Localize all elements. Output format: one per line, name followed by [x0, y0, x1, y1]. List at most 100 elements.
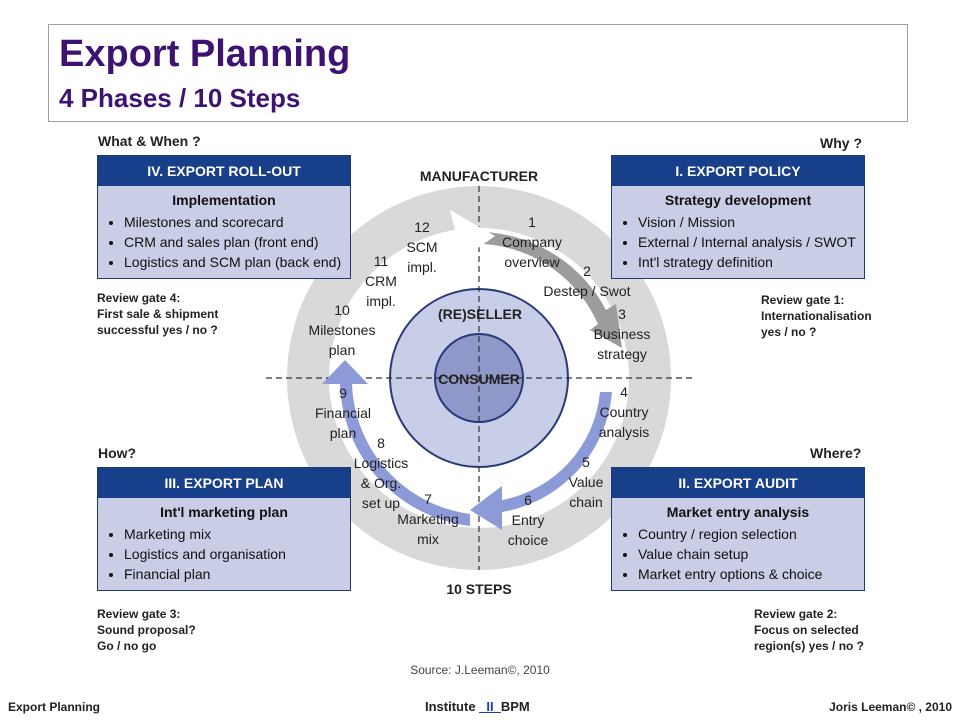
list-item: Milestones and scorecard [124, 212, 350, 232]
source-credit: Source: J.Leeman©, 2010 [410, 663, 550, 677]
panel-list: Vision / Mission External / Internal ana… [612, 212, 864, 278]
list-item: Int'l strategy definition [638, 252, 864, 272]
gate-line: Review gate 3: [97, 607, 181, 621]
label-what-when: What & When ? [98, 133, 201, 149]
step-line: Value [569, 474, 604, 490]
page-subtitle: 4 Phases / 10 Steps [59, 83, 301, 113]
step-line: Logistics [354, 455, 408, 471]
gate-line: Review gate 4: [97, 291, 181, 305]
consumer-label: CONSUMER [438, 371, 520, 387]
step-line: analysis [599, 424, 650, 440]
step-line: SCM [406, 239, 437, 255]
gate-line: Go / no go [97, 639, 157, 653]
step-line: chain [569, 494, 602, 510]
footer-left: Export Planning [8, 700, 101, 714]
list-item: External / Internal analysis / SWOT [638, 232, 864, 252]
step-line: plan [329, 342, 355, 358]
review-gate-2: Review gate 2: Focus on selected region(… [754, 606, 864, 654]
step-line: 11 [374, 253, 389, 269]
gate-line: Review gate 2: [754, 607, 838, 621]
panel-header: III. EXPORT PLAN [98, 468, 350, 498]
panel-subtitle: Implementation [172, 192, 276, 208]
gate-line: region(s) yes / no ? [754, 639, 865, 653]
panel-header: I. EXPORT POLICY [612, 156, 864, 186]
label-how: How? [98, 445, 137, 461]
step-line: 12 [414, 219, 430, 235]
footer-center: Institute _II_BPM [425, 699, 530, 714]
list-item: Marketing mix [124, 524, 350, 544]
step-line: overview [504, 254, 560, 270]
step-line: Country [599, 404, 648, 420]
blue-arrow-left [322, 360, 470, 526]
panel-header: IV. EXPORT ROLL-OUT [98, 156, 350, 186]
step-line: impl. [407, 259, 437, 275]
step-line: Marketing [397, 511, 458, 527]
step-line: choice [508, 532, 549, 548]
gate-line: Internationalisation [761, 309, 872, 323]
manufacturer-label: MANUFACTURER [420, 168, 538, 184]
reseller-label: (RE)SELLER [438, 306, 522, 322]
gate-line: Sound proposal? [97, 623, 196, 637]
gate-line: Focus on selected [754, 623, 859, 637]
step-line: 9 [339, 385, 347, 401]
step-line: Financial [315, 405, 371, 421]
step-line: strategy [597, 346, 647, 362]
review-gate-1: Review gate 1: Internationalisation yes … [761, 292, 872, 340]
panel-export-policy: I. EXPORT POLICY Strategy development Vi… [611, 155, 865, 279]
panel-list: Country / region selection Value chain s… [612, 524, 864, 590]
panel-export-plan: III. EXPORT PLAN Int'l marketing plan Ma… [97, 467, 351, 591]
gate-line: yes / no ? [761, 325, 817, 339]
page-title: Export Planning [59, 33, 351, 75]
step-line: CRM [365, 273, 397, 289]
step-line: Business [594, 326, 651, 342]
list-item: Logistics and SCM plan (back end) [124, 252, 350, 272]
step-line: Milestones [309, 322, 376, 338]
step-line: Company [502, 234, 562, 250]
gate-line: First sale & shipment [97, 307, 219, 321]
list-item: CRM and sales plan (front end) [124, 232, 350, 252]
gate-line: successful yes / no ? [97, 323, 218, 337]
step-line: & Org. [361, 475, 401, 491]
step-line: 3 [618, 306, 626, 322]
step-line: 1 [528, 214, 536, 230]
step-line: Entry [512, 512, 545, 528]
footer-institute: Institute [425, 699, 480, 714]
panel-subtitle: Int'l marketing plan [160, 504, 288, 520]
blue-arrow-bottom [470, 392, 612, 530]
gate-line: Review gate 1: [761, 293, 845, 307]
step-line: plan [330, 425, 356, 441]
footer-mark: _II_ [479, 699, 501, 714]
step-line: 6 [524, 492, 532, 508]
panel-subtitle: Strategy development [664, 192, 812, 208]
panel-subtitle: Market entry analysis [666, 504, 810, 520]
list-item: Vision / Mission [638, 212, 864, 232]
white-arrow-top [352, 210, 495, 306]
step-line: mix [417, 531, 439, 547]
step-line: set up [362, 495, 400, 511]
step-line: 5 [582, 454, 590, 470]
review-gate-3: Review gate 3: Sound proposal? Go / no g… [97, 606, 196, 654]
list-item: Country / region selection [638, 524, 864, 544]
step-line: 2 [583, 263, 591, 279]
review-gate-4: Review gate 4: First sale & shipment suc… [97, 290, 218, 338]
gray-arrow-right [484, 232, 622, 348]
step-line: 10 [334, 302, 350, 318]
list-item: Logistics and organisation [124, 544, 350, 564]
step-line: impl. [366, 293, 396, 309]
footer-right: Joris Leeman© , 2010 [829, 700, 952, 714]
step-line: 7 [424, 491, 432, 507]
list-item: Value chain setup [638, 544, 864, 564]
step-line: Destep / Swot [543, 283, 630, 299]
